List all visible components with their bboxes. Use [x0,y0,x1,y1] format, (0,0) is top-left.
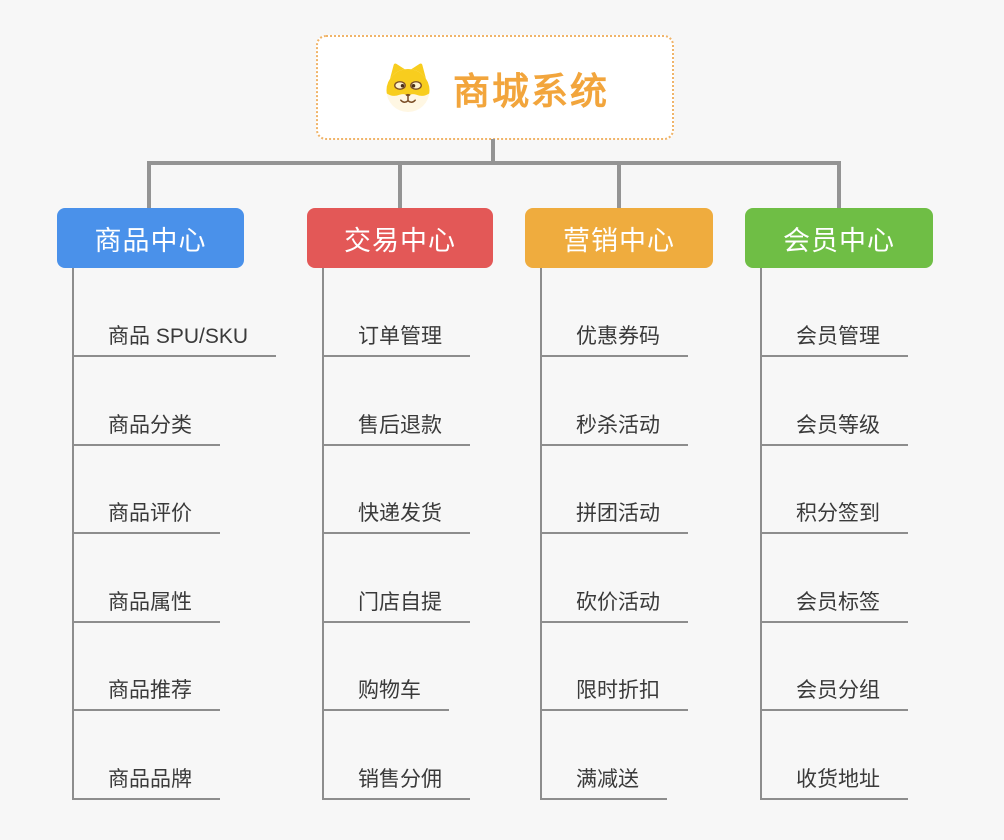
leaf-topic[interactable]: 会员等级 [760,406,908,446]
leaf-topic[interactable]: 商品 SPU/SKU [72,317,277,357]
leaf-topic[interactable]: 商品推荐 [72,671,220,711]
leaf-topic[interactable]: 商品品牌 [72,760,220,800]
root-node[interactable]: 商城系统 [316,35,674,140]
connector-horizontal [147,161,841,165]
leaf-topic[interactable]: 砍价活动 [540,583,688,623]
leaf-topic[interactable]: 订单管理 [322,317,470,357]
leaf-topic[interactable]: 秒杀活动 [540,406,688,446]
leaf-topic[interactable]: 优惠券码 [540,317,688,357]
branch-node-trade-center[interactable]: 交易中心 [307,208,493,268]
connector-root-stub [491,139,495,163]
branch-trunk-member: 会员管理 会员等级 积分签到 会员标签 会员分组 收货地址 [760,268,908,800]
branch-node-member-center[interactable]: 会员中心 [745,208,933,268]
leaf-topic[interactable]: 购物车 [322,671,449,711]
leaf-topic[interactable]: 销售分佣 [322,760,470,800]
branch-trunk-trade: 订单管理 售后退款 快递发货 门店自提 购物车 销售分佣 [322,268,470,800]
leaf-topic[interactable]: 门店自提 [322,583,470,623]
branch-trunk-marketing: 优惠券码 秒杀活动 拼团活动 砍价活动 限时折扣 满减送 [540,268,688,800]
connector-drop-goods [147,161,151,208]
connector-drop-trade [398,161,402,208]
leaf-topic[interactable]: 会员管理 [760,317,908,357]
root-title: 商城系统 [453,70,609,112]
leaf-topic[interactable]: 商品评价 [72,494,220,534]
branch-node-marketing-center[interactable]: 营销中心 [525,208,713,268]
leaf-topic[interactable]: 收货地址 [760,760,908,800]
doge-face-icon [386,63,430,112]
leaf-topic[interactable]: 会员分组 [760,671,908,711]
leaf-topic[interactable]: 快递发货 [322,494,470,534]
leaf-topic[interactable]: 拼团活动 [540,494,688,534]
leaf-topic[interactable]: 商品属性 [72,583,220,623]
leaf-topic[interactable]: 会员标签 [760,583,908,623]
leaf-topic[interactable]: 售后退款 [322,406,470,446]
connector-drop-marketing [617,161,621,208]
branch-trunk-goods: 商品 SPU/SKU 商品分类 商品评价 商品属性 商品推荐 商品品牌 [72,268,277,800]
leaf-topic[interactable]: 限时折扣 [540,671,688,711]
leaf-topic[interactable]: 商品分类 [72,406,220,446]
leaf-topic[interactable]: 满减送 [540,760,667,800]
leaf-topic[interactable]: 积分签到 [760,494,908,534]
branch-node-goods-center[interactable]: 商品中心 [57,208,244,268]
connector-drop-member [837,161,841,208]
